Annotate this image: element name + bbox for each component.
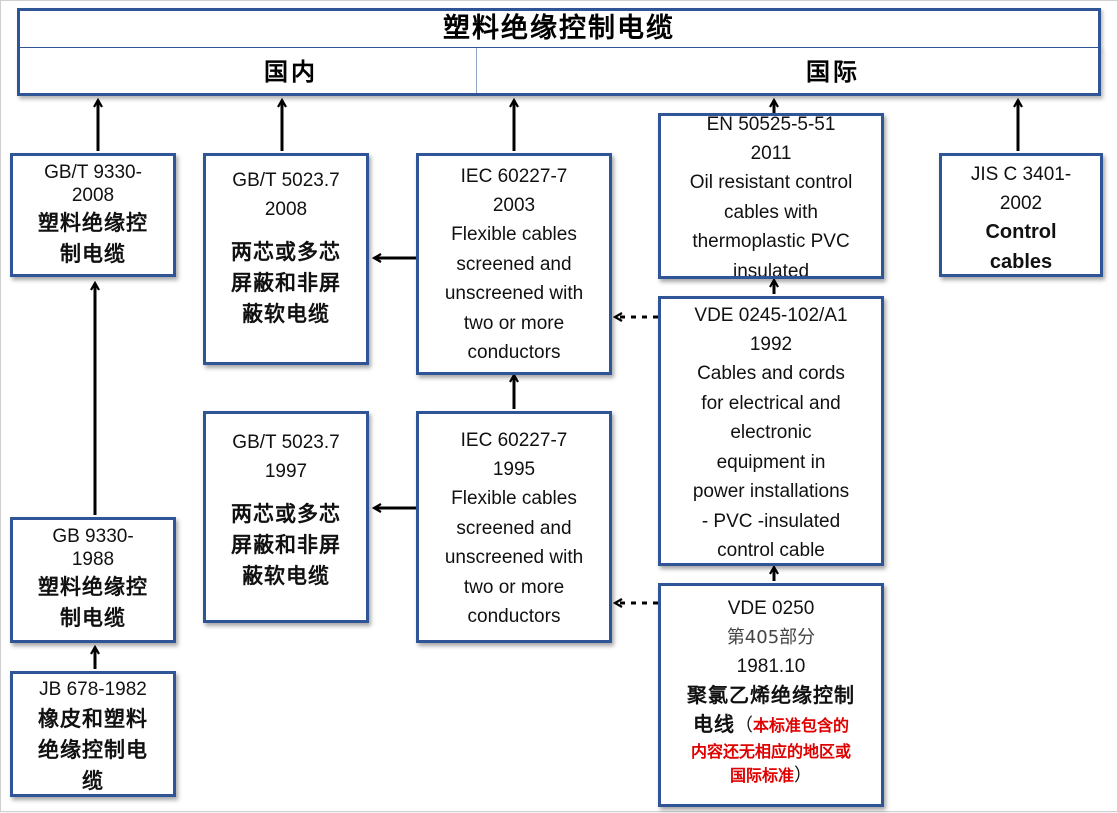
en-title-line: conductors — [467, 606, 561, 627]
diagram-title: 塑料绝缘控制电缆 — [17, 8, 1101, 50]
box-en50525-2011: EN 50525-5-51 2011 Oil resistant control… — [658, 113, 884, 279]
std-code: GB/T 9330- — [44, 162, 142, 183]
std-code: VDE 0250 — [727, 598, 815, 619]
std-year: 1995 — [492, 459, 536, 480]
en-title-line: screened and — [456, 253, 572, 275]
std-year: 1997 — [264, 461, 308, 482]
std-code: IEC 60227-7 — [460, 166, 568, 187]
std-part: 第405部分 — [726, 627, 816, 648]
en-title-line: Control — [985, 221, 1057, 243]
std-year: 1992 — [749, 334, 793, 355]
cn-title-line: 聚氯乙烯绝缘控制 — [687, 683, 855, 707]
std-code: JB 678-1982 — [39, 679, 147, 700]
note-line: 本标准包含的 — [752, 716, 849, 735]
box-iec60227-1995: IEC 60227-7 1995 Flexible cables screene… — [416, 411, 612, 643]
en-title-line: insulated — [732, 260, 810, 279]
en-title-line: power installations — [692, 481, 850, 502]
cn-title-line: 制电缆 — [60, 605, 126, 630]
std-year: 2011 — [750, 143, 792, 164]
box-jis-c3401-2002: JIS C 3401- 2002 Control cables — [939, 153, 1103, 277]
std-code: EN 50525-5-51 — [706, 114, 836, 135]
en-title-line: screened and — [456, 517, 572, 539]
section-divider — [476, 48, 477, 93]
en-title-line: unscreened with — [444, 283, 584, 304]
std-year: 2008 — [264, 199, 308, 220]
cn-title-line: 绝缘控制电 — [38, 737, 148, 762]
section-header-bar: 国内 国际 — [17, 48, 1101, 96]
cn-title-line: 两芯或多芯 — [231, 501, 341, 526]
cn-title-line: 橡皮和塑料 — [38, 706, 148, 731]
en-title-line: Oil resistant control — [689, 172, 853, 193]
cn-title-line: 缆 — [82, 768, 104, 793]
en-title-line: electronic — [730, 422, 812, 443]
en-title-line: for electrical and — [701, 392, 841, 414]
cn-title-line: 塑料绝缘控 — [38, 574, 148, 599]
en-title-line: thermoplastic PVC — [692, 231, 850, 252]
en-title-line: two or more — [463, 312, 565, 334]
cn-title-line: 蔽软电缆 — [242, 563, 330, 588]
std-code: VDE 0245-102/A1 — [694, 305, 848, 326]
note-last-line: 国际标准） — [661, 764, 881, 788]
cn-title-line: 两芯或多芯 — [231, 239, 341, 264]
en-title-line: Flexible cables — [451, 224, 577, 245]
en-title-line: Flexible cables — [451, 488, 577, 509]
cn-title-line: 屏蔽和非屏 — [231, 532, 341, 557]
cn-title-line: 屏蔽和非屏 — [231, 270, 341, 295]
note-line: 国际标准 — [729, 766, 794, 785]
en-title-line: equipment in — [716, 451, 826, 473]
box-gb9330-1988: GB 9330- 1988 塑料绝缘控 制电缆 — [10, 517, 176, 643]
en-title-line: cables with — [724, 201, 818, 223]
box-gb9330-2008: GB/T 9330- 2008 塑料绝缘控 制电缆 — [10, 153, 176, 277]
en-title-line: unscreened with — [444, 547, 584, 568]
cn-title-line: 塑料绝缘控 — [38, 210, 148, 235]
std-code: GB/T 5023.7 — [232, 170, 340, 191]
section-international: 国际 — [806, 57, 860, 86]
box-vde0245-1992: VDE 0245-102/A1 1992 Cables and cords fo… — [658, 296, 884, 566]
section-domestic: 国内 — [264, 57, 318, 86]
en-title-line: two or more — [463, 576, 565, 598]
en-title-line: cables — [989, 250, 1053, 273]
paren-close: ） — [794, 765, 812, 786]
paren-open: （ — [734, 715, 753, 736]
std-year: 2002 — [999, 193, 1043, 214]
cn-title-line: 制电缆 — [60, 241, 126, 266]
en-title-line: conductors — [467, 342, 561, 363]
note-line: 内容还无相应的地区或 — [690, 742, 851, 761]
box-iec60227-2003: IEC 60227-7 2003 Flexible cables screene… — [416, 153, 612, 375]
std-year: 1981.10 — [736, 656, 806, 677]
cn-title-line: 电线 — [692, 712, 735, 736]
en-title-line: - PVC -insulated — [701, 510, 841, 532]
std-year: 2003 — [492, 195, 536, 216]
box-vde0250-1981: VDE 0250 第405部分 1981.10 聚氯乙烯绝缘控制 电线（本标准包… — [658, 583, 884, 807]
std-year: 2008 — [71, 185, 115, 206]
box-gb5023-2008: GB/T 5023.7 2008 两芯或多芯 屏蔽和非屏 蔽软电缆 — [203, 153, 369, 365]
std-code: GB 9330- — [52, 526, 134, 547]
en-title-line: control cable — [717, 540, 825, 561]
std-code: GB/T 5023.7 — [232, 432, 340, 453]
cn-title-line: 蔽软电缆 — [242, 301, 330, 326]
std-code: IEC 60227-7 — [460, 430, 568, 451]
std-code: JIS C 3401- — [970, 164, 1072, 185]
en-title-line: Cables and cords — [697, 363, 845, 384]
box-gb5023-1997: GB/T 5023.7 1997 两芯或多芯 屏蔽和非屏 蔽软电缆 — [203, 411, 369, 623]
box-jb678-1982: JB 678-1982 橡皮和塑料 绝缘控制电 缆 — [10, 671, 176, 797]
std-year: 1988 — [71, 549, 115, 570]
cn-title-with-note: 电线（本标准包含的 — [661, 709, 881, 740]
